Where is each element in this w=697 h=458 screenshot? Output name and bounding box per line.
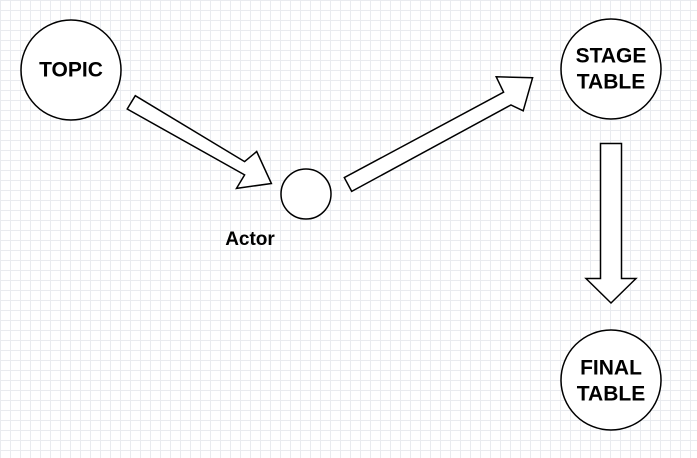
node-final-table[interactable]: FINAL TABLE <box>560 329 662 431</box>
node-actor[interactable]: Actor <box>225 168 332 250</box>
node-final-table-circle <box>560 329 662 431</box>
arrow-topic-to-actor[interactable] <box>126 94 273 190</box>
node-final-table-label-line2: TABLE <box>577 383 645 406</box>
node-final-table-label-line1: FINAL <box>580 357 642 380</box>
node-stage-table-label-line2: TABLE <box>577 71 645 94</box>
node-topic-circle <box>20 19 122 121</box>
node-stage-table-circle <box>560 18 662 120</box>
node-stage-table[interactable]: STAGE TABLE <box>560 18 662 120</box>
node-actor-circle <box>280 168 332 220</box>
node-stage-table-label-line1: STAGE <box>576 45 647 68</box>
arrow-actor-to-stage-table[interactable] <box>343 76 534 193</box>
node-topic-label: TOPIC <box>39 59 103 82</box>
node-topic[interactable]: TOPIC <box>20 19 122 121</box>
node-actor-label: Actor <box>225 229 275 250</box>
arrow-stage-to-final-table[interactable] <box>584 142 638 305</box>
